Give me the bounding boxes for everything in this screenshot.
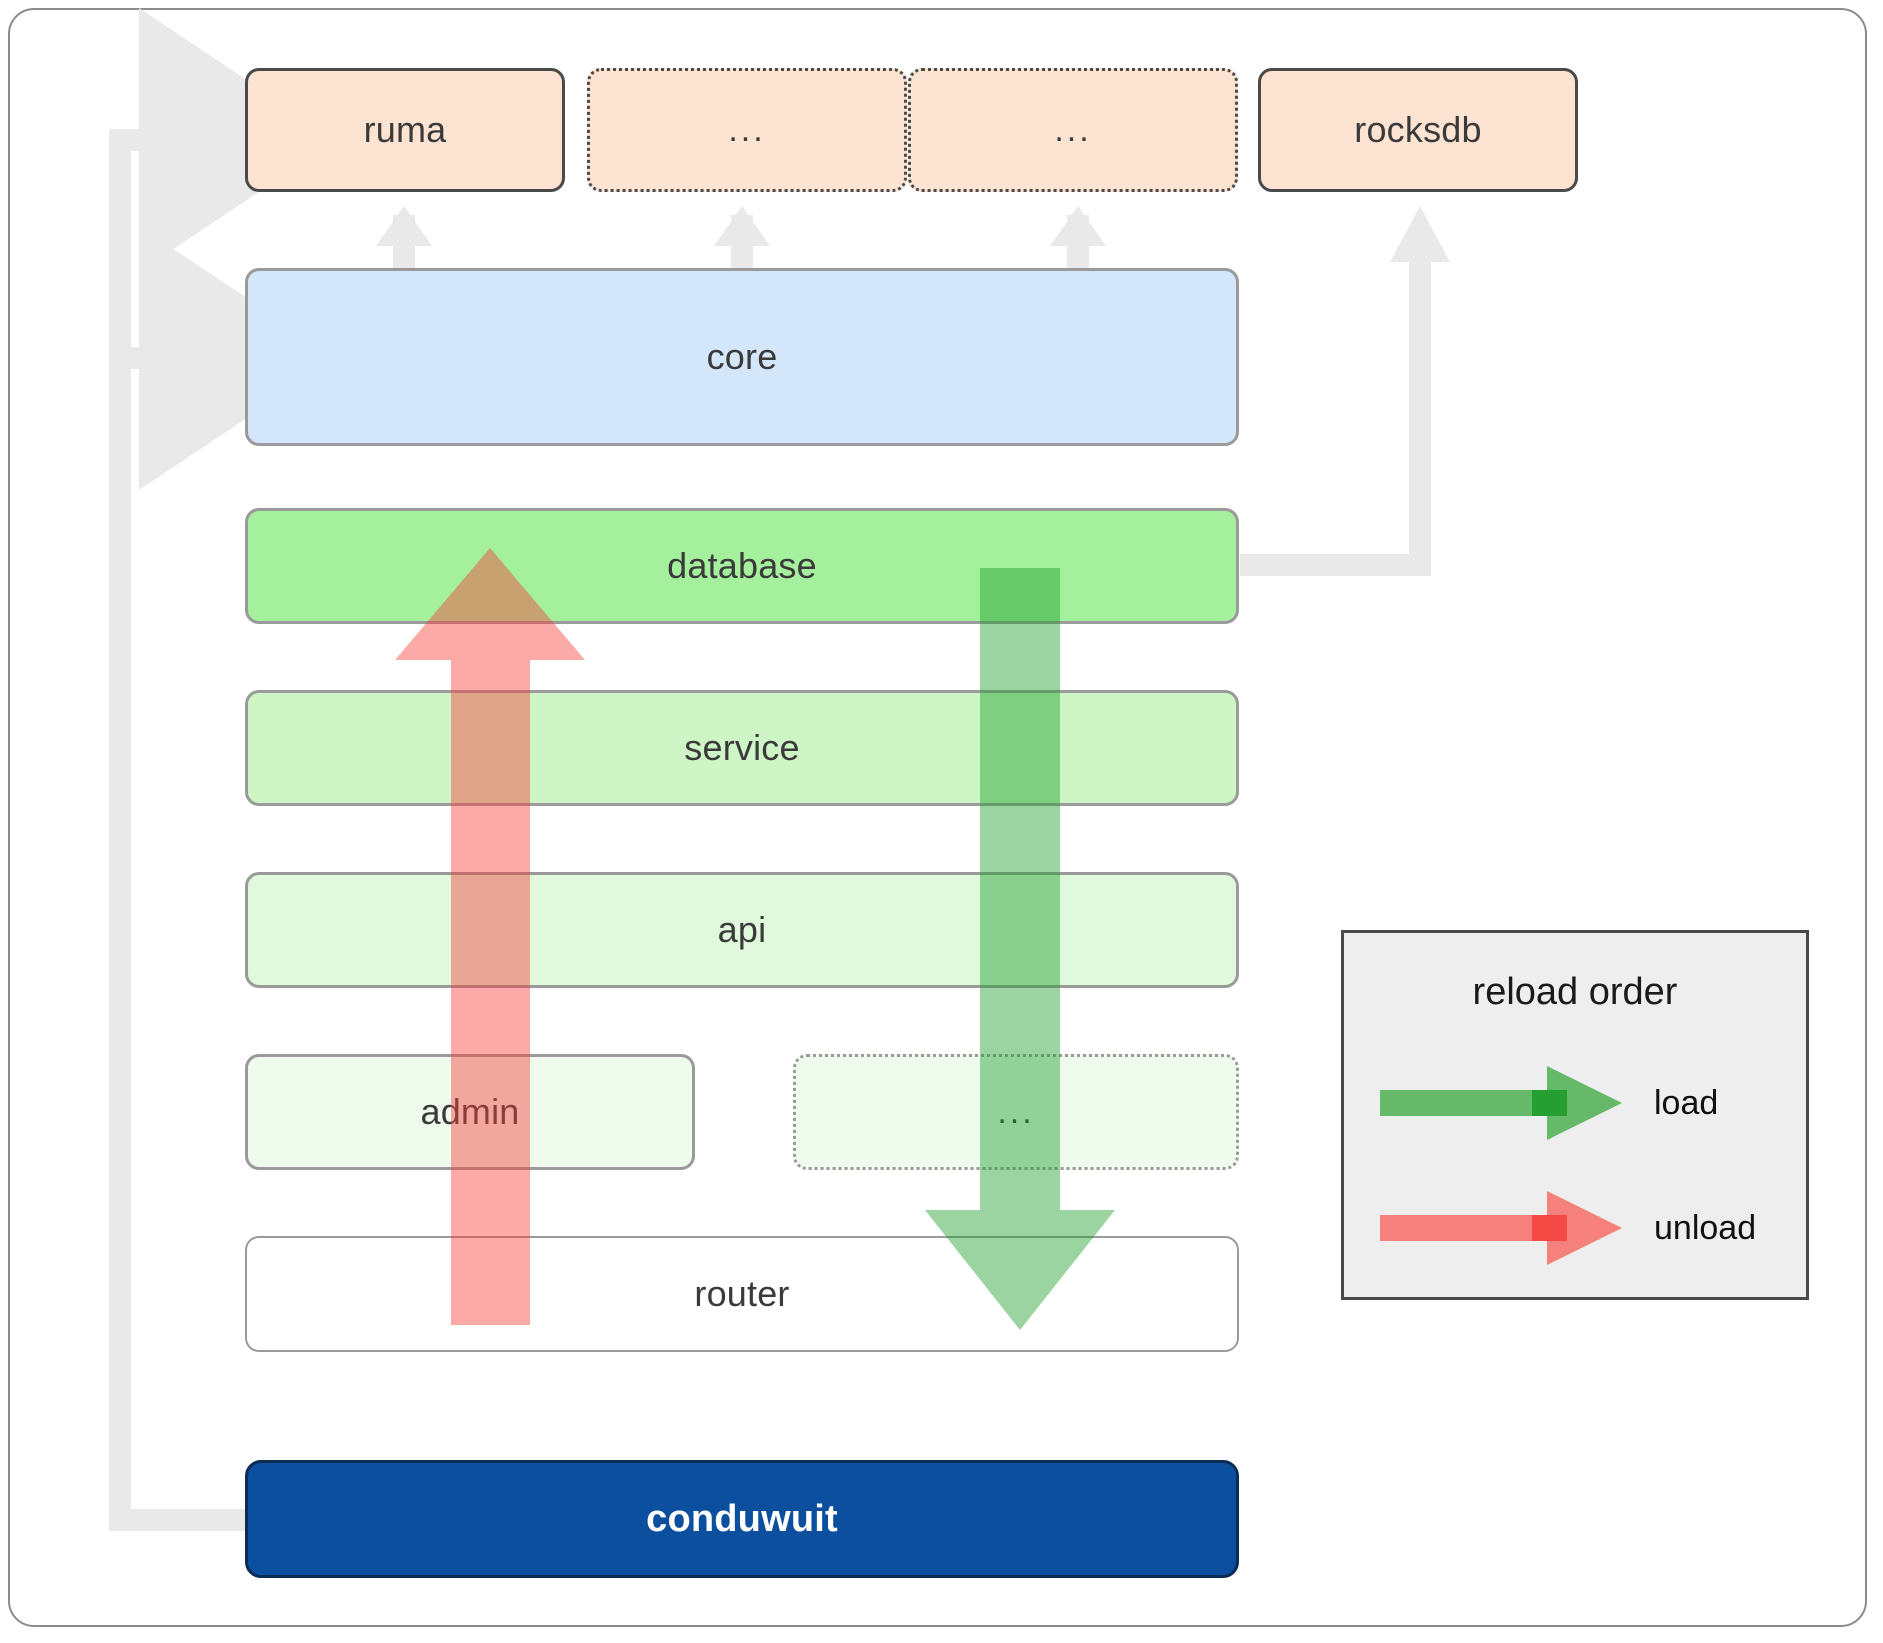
dependency-box-ellipsis-2[interactable]: ... — [908, 68, 1238, 192]
layer-box-core[interactable]: core — [245, 268, 1239, 446]
dependency-label: rocksdb — [1354, 109, 1482, 150]
layer-label: admin — [420, 1091, 520, 1132]
dependency-label: ... — [1054, 110, 1092, 149]
layer-box-router[interactable]: router — [245, 1236, 1239, 1352]
dependency-label: ruma — [363, 109, 447, 150]
legend-row-load: load — [1344, 1058, 1806, 1148]
layer-box-admin[interactable]: admin — [245, 1054, 695, 1170]
layer-box-api[interactable]: api — [245, 872, 1239, 988]
layer-label: api — [717, 909, 767, 950]
layer-label: router — [694, 1273, 790, 1314]
unload-legend-icon — [1380, 1191, 1622, 1265]
layer-box-database[interactable]: database — [245, 508, 1239, 624]
diagram-border — [8, 8, 1867, 1627]
legend-panel: reload order load unload — [1341, 930, 1809, 1300]
legend-row-unload: unload — [1344, 1183, 1806, 1273]
dependency-box-ellipsis-1[interactable]: ... — [587, 68, 907, 192]
layer-box-service[interactable]: service — [245, 690, 1239, 806]
layer-label: service — [684, 727, 800, 768]
layer-label: database — [667, 545, 817, 586]
dependency-box-ruma[interactable]: ruma — [245, 68, 565, 192]
layer-label: core — [706, 336, 778, 377]
legend-label-load: load — [1654, 1083, 1719, 1122]
layer-label: ... — [997, 1092, 1035, 1131]
dependency-label: ... — [728, 110, 766, 149]
load-legend-icon — [1380, 1066, 1622, 1140]
binary-label: conduwuit — [646, 1497, 838, 1540]
dependency-box-rocksdb[interactable]: rocksdb — [1258, 68, 1578, 192]
binary-box-conduwuit[interactable]: conduwuit — [245, 1460, 1239, 1578]
legend-title: reload order — [1472, 971, 1678, 1013]
layer-box-ellipsis[interactable]: ... — [793, 1054, 1239, 1170]
legend-label-unload: unload — [1654, 1208, 1757, 1247]
